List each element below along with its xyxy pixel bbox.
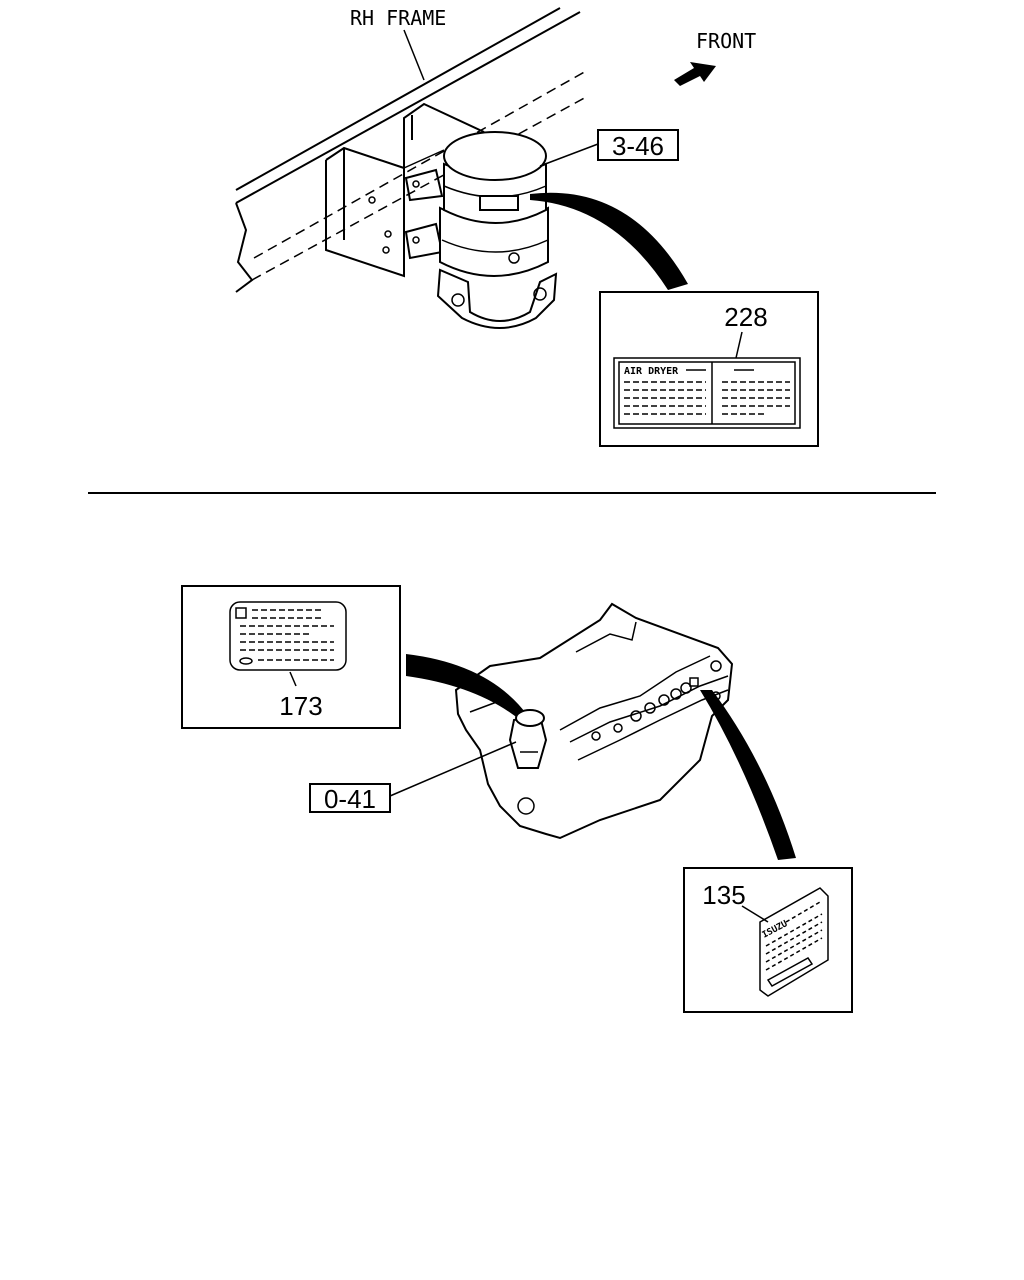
ref-3-46-text: 3-46: [612, 131, 664, 161]
front-arrow-icon: [674, 62, 716, 86]
label-173-number: 173: [279, 691, 322, 721]
label-228-number: 228: [724, 302, 767, 332]
label-135-number: 135: [702, 880, 745, 910]
label-box-173[interactable]: 173: [181, 585, 401, 729]
air-dryer-bracket: [325, 102, 485, 278]
label-box-135[interactable]: 135 ISUZU: [683, 867, 853, 1013]
frame-label: RH FRAME: [350, 6, 446, 30]
callout-arrow-173: [406, 654, 528, 720]
air-dryer-unit: [436, 131, 558, 329]
ref-box-0-41[interactable]: 0-41: [309, 783, 391, 814]
callout-arrow-228: [530, 192, 688, 290]
ref-box-3-46[interactable]: 3-46: [597, 129, 679, 161]
callout-arrow-135: [700, 690, 796, 860]
air-dryer-label-title: AIR DRYER: [624, 366, 679, 377]
label-box-228[interactable]: 228 AIR DRYER: [599, 291, 819, 447]
engine-block: [454, 602, 734, 840]
isuzu-brand-text: ISUZU: [761, 919, 790, 941]
ref-0-41-text: 0-41: [324, 784, 376, 814]
rh-frame: [235, 7, 589, 293]
front-label: FRONT: [696, 29, 756, 53]
